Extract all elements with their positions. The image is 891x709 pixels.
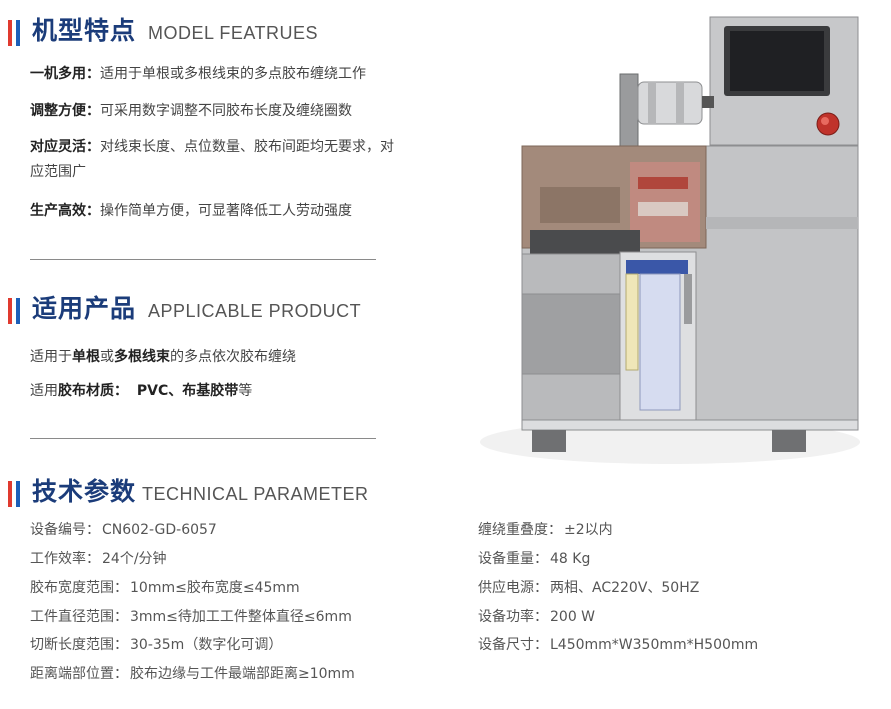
param-label: 设备功率：	[478, 609, 548, 625]
feature-label: 一机多用	[30, 66, 86, 82]
param-label: 供应电源：	[478, 580, 548, 596]
param-label: 工作效率：	[30, 551, 100, 567]
param-label: 设备尺寸：	[478, 637, 548, 653]
params-section-header: 技术参数 TECHNICAL PARAMETER	[8, 473, 369, 507]
feature-label: 调整方便	[30, 103, 86, 119]
params-title-en: TECHNICAL PARAMETER	[142, 484, 369, 504]
blue-guide	[626, 260, 688, 274]
lower-panel	[521, 373, 621, 421]
feature-text: 可采用数字调整不同胶布长度及缠绕圈数	[100, 103, 352, 119]
white-roller	[638, 202, 688, 216]
param-row: 设备编号：CN602-GD-6057	[30, 520, 217, 540]
param-label: 切断长度范围：	[30, 637, 128, 653]
param-label: 设备编号：	[30, 522, 100, 538]
machine-foot	[532, 430, 566, 452]
param-value: CN602-GD-6057	[102, 522, 217, 538]
divider	[30, 438, 376, 439]
param-value: 200 W	[550, 609, 596, 625]
machine-foot	[772, 430, 806, 452]
yellow-guide	[625, 273, 639, 371]
machine-illustration	[480, 16, 860, 464]
feed-channel	[530, 230, 640, 254]
tape-strip	[639, 273, 681, 411]
feature-item: 对应灵活：对线束长度、点位数量、胶布间距均无要求，对 应范围广	[30, 139, 394, 180]
emergency-stop-highlight	[821, 117, 829, 125]
roll-knob	[702, 96, 714, 108]
param-value: 两相、AC220V、50HZ	[550, 580, 700, 596]
param-label: 缠绕重叠度：	[478, 522, 562, 538]
param-label: 工件直径范围：	[30, 609, 128, 625]
param-row: 设备重量：48 Kg	[478, 549, 590, 569]
section-marker-blue	[16, 20, 20, 46]
feature-text: 操作简单方便，可显著降低工人劳动强度	[100, 203, 352, 219]
param-row: 设备尺寸：L450mm*W350mm*H500mm	[478, 635, 758, 655]
section-marker-blue	[16, 481, 20, 507]
param-label: 距离端部位置：	[30, 666, 128, 682]
param-value: 30-35m（数字化可调）	[130, 637, 283, 653]
emergency-stop-icon	[816, 112, 840, 136]
side-guide	[684, 274, 692, 324]
products-section-header: 适用产品 APPLICABLE PRODUCT	[8, 290, 361, 324]
section-marker-red	[8, 481, 12, 507]
section-marker-blue	[16, 298, 20, 324]
param-row: 胶布宽度范围：10mm≤胶布宽度≤45mm	[30, 578, 300, 598]
product-text: 或	[100, 349, 114, 365]
features-title-zh: 机型特点	[32, 16, 137, 45]
param-value: 10mm≤胶布宽度≤45mm	[130, 580, 300, 596]
param-label: 设备重量：	[478, 551, 548, 567]
lower-panel-dark	[521, 293, 621, 375]
roll-band	[648, 82, 656, 124]
product-text: 适用于	[30, 349, 72, 365]
feature-label: 对应灵活	[30, 139, 86, 155]
lower-panel	[521, 253, 621, 295]
param-row: 切断长度范围：30-35m（数字化可调）	[30, 635, 282, 655]
product-bold: 单根	[72, 349, 100, 365]
section-marker-red	[8, 298, 12, 324]
param-row: 缠绕重叠度：±2以内	[478, 520, 613, 540]
roll-band	[676, 82, 684, 124]
param-row: 供应电源：两相、AC220V、50HZ	[478, 578, 699, 598]
touch-screen	[730, 31, 824, 91]
floor-shadow	[480, 420, 860, 464]
feature-item: 调整方便：可采用数字调整不同胶布长度及缠绕圈数	[30, 103, 352, 119]
features-title-en: MODEL FEATRUES	[148, 23, 319, 43]
tape-roll-icon	[637, 81, 703, 125]
products-title-en: APPLICABLE PRODUCT	[148, 301, 362, 321]
red-roller	[638, 177, 688, 189]
param-row: 距离端部位置：胶布边缘与工件最端部距离≥10mm	[30, 664, 355, 684]
product-text: 适用	[30, 383, 58, 399]
product-text: 等	[238, 383, 253, 399]
product-line-2: 适用胶布材质： PVC、布基胶带等	[30, 381, 252, 401]
machine-base	[521, 419, 859, 431]
param-value: 胶布边缘与工件最端部距离≥10mm	[130, 666, 355, 682]
feature-item: 一机多用：适用于单根或多根线束的多点胶布缠绕工作	[30, 66, 366, 82]
param-value: 3mm≤待加工工件整体直径≤6mm	[130, 609, 352, 625]
param-label: 胶布宽度范围：	[30, 580, 128, 596]
param-row: 工作效率：24个/分钟	[30, 549, 167, 569]
product-bold: PVC、布基胶带	[136, 383, 239, 399]
section-marker-red	[8, 20, 12, 46]
rail	[706, 217, 858, 229]
feature-text-cont: 应范围广	[30, 164, 86, 180]
mechanism-block	[540, 187, 620, 223]
product-line-1: 适用于单根或多根线束的多点依次胶布缠绕	[30, 347, 296, 367]
param-value: 48 Kg	[550, 551, 591, 567]
params-title-zh: 技术参数	[32, 477, 137, 506]
product-bold: 多根线束	[114, 349, 170, 365]
product-bold: 胶布材质：	[58, 383, 128, 399]
feature-text: 适用于单根或多根线束的多点胶布缠绕工作	[100, 66, 366, 82]
feature-label: 生产高效	[30, 203, 86, 219]
tape-arm	[619, 73, 639, 155]
param-row: 工件直径范围：3mm≤待加工工件整体直径≤6mm	[30, 607, 352, 627]
products-title-zh: 适用产品	[32, 294, 137, 323]
param-value: 24个/分钟	[102, 551, 167, 567]
divider	[30, 259, 376, 260]
param-value: L450mm*W350mm*H500mm	[550, 637, 759, 653]
param-value: ±2以内	[564, 522, 613, 538]
product-text: 的多点依次胶布缠绕	[170, 349, 296, 365]
param-row: 设备功率：200 W	[478, 607, 595, 627]
features-section-header: 机型特点 MODEL FEATRUES	[8, 12, 318, 46]
feature-item: 生产高效：操作简单方便，可显著降低工人劳动强度	[30, 203, 352, 219]
feature-text: 对线束长度、点位数量、胶布间距均无要求，对	[100, 139, 394, 155]
